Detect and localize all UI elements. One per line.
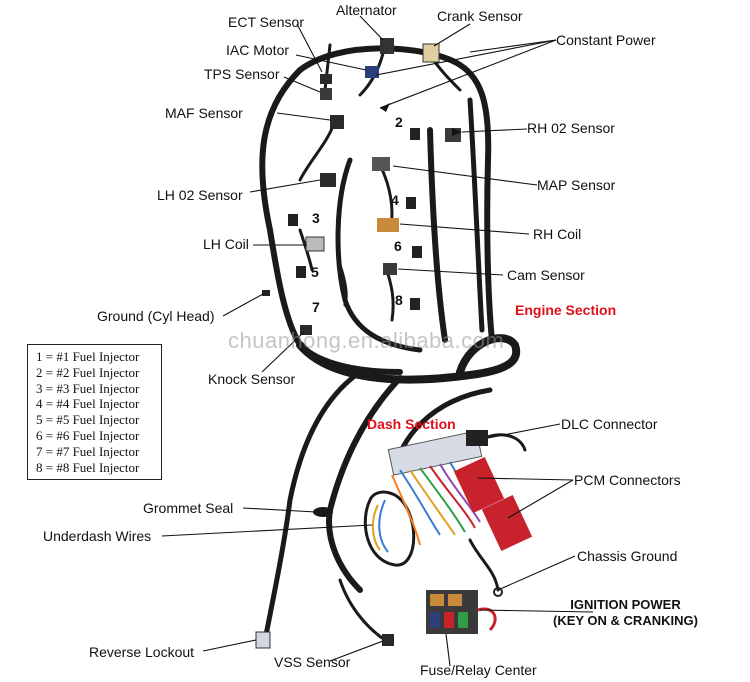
injector-legend: 1 = #1 Fuel Injector 2 = #2 Fuel Injecto… (27, 344, 162, 480)
ignition-power-line1: IGNITION POWER (570, 597, 681, 612)
harness-left-loop (259, 67, 403, 375)
rh-coil-connector (377, 218, 399, 232)
harness-center-trunk (427, 127, 448, 343)
dlc-connector-body (466, 430, 488, 446)
legend-row: 1 = #1 Fuel Injector (36, 349, 140, 364)
legend-row: 8 = #8 Fuel Injector (36, 459, 140, 475)
injector-number-6: 6 (394, 238, 402, 254)
cam-sensor-label: Cam Sensor (507, 267, 585, 283)
injector-number-8: 8 (395, 292, 403, 308)
injector-number-4: 4 (391, 192, 399, 208)
lh-coil-connector (305, 236, 325, 252)
injector-number-3: 3 (312, 210, 320, 226)
injector-6 (412, 246, 422, 258)
underdash-wires-label: Underdash Wires (43, 528, 152, 544)
injector-number-7: 7 (312, 299, 320, 315)
crank-sensor-label: Crank Sensor (437, 8, 523, 24)
crank-connector (422, 43, 440, 63)
knock-sensor-label: Knock Sensor (208, 371, 296, 387)
reverse-lockout-connector (255, 631, 271, 649)
harness-right-trunk (467, 97, 485, 333)
alternator-connector (380, 38, 394, 54)
lh-coil-label: LH Coil (203, 236, 249, 252)
map-sensor-label: MAP Sensor (537, 177, 616, 193)
pcm-connector-2 (481, 494, 533, 552)
vss-connector (382, 634, 394, 646)
legend-row: 4 = #4 Fuel Injector (36, 396, 140, 412)
watermark: chuanhong.en.alibaba.com (228, 328, 505, 353)
injector-5 (296, 266, 306, 278)
lh-o2-sensor-label: LH 02 Sensor (157, 187, 243, 203)
alternator-label: Alternator (336, 2, 397, 18)
ignition-power-label: IGNITION POWER (KEY ON & CRANKING) (553, 597, 698, 629)
injector-3 (288, 214, 298, 226)
harness-inner-loop (335, 157, 423, 353)
cam-connector (383, 263, 397, 275)
legend-row: 6 = #6 Fuel Injector (36, 427, 140, 443)
legend-row: 5 = #5 Fuel Injector (36, 412, 140, 428)
dash-components (255, 430, 533, 649)
legend-row: 3 = #3 Fuel Injector (36, 380, 140, 396)
pcm-connector-1 (453, 456, 505, 514)
constant-power-label: Constant Power (556, 32, 656, 48)
underdash-loop (363, 490, 416, 567)
injector-4 (406, 197, 416, 209)
chassis-ground-lead (468, 538, 500, 592)
knock-connector (300, 325, 312, 335)
rh-o2-sensor-label: RH 02 Sensor (527, 120, 615, 136)
reverse-lockout-label: Reverse Lockout (89, 644, 195, 660)
leader-lines (161, 15, 594, 667)
ground-ring (493, 587, 503, 597)
ignition-power-line2: (KEY ON & CRANKING) (553, 613, 698, 628)
injector-8 (410, 298, 420, 310)
harness-drop (262, 369, 363, 643)
injector-number-5: 5 (311, 264, 319, 280)
rh-coil-label: RH Coil (533, 226, 582, 242)
lh-o2-connector (320, 173, 336, 187)
grommet (313, 507, 333, 517)
vss-run (338, 578, 387, 642)
dlc-connector-label: DLC Connector (561, 416, 658, 432)
maf-connector (330, 115, 344, 129)
engine-connectors (262, 38, 461, 335)
pcm-connectors-label: PCM Connectors (574, 472, 681, 488)
harness-drop-2 (326, 375, 403, 593)
grommet-seal-label: Grommet Seal (143, 500, 234, 516)
engine-section-heading: Engine Section (515, 302, 617, 318)
chassis-ground-label: Chassis Ground (577, 548, 678, 564)
injector-number-2: 2 (395, 114, 403, 130)
vss-sensor-label: VSS Sensor (274, 654, 351, 670)
ect-connector (320, 74, 332, 84)
dash-section-heading: Dash Section (367, 416, 456, 432)
ect-sensor-label: ECT Sensor (228, 14, 304, 30)
legend-row: 7 = #7 Fuel Injector (36, 443, 140, 459)
tps-connector (320, 88, 332, 100)
map-connector (372, 157, 390, 171)
fuse-relay-center-label: Fuse/Relay Center (420, 662, 537, 678)
harness-top-arc (297, 45, 495, 343)
tps-sensor-label: TPS Sensor (204, 66, 280, 82)
legend-row: 2 = #2 Fuel Injector (36, 364, 140, 380)
maf-sensor-label: MAF Sensor (165, 105, 243, 121)
ground-cyl-head-terminal (262, 290, 270, 296)
injector-2 (410, 128, 420, 140)
ground-cyl-head-label: Ground (Cyl Head) (97, 308, 215, 324)
iac-connector (365, 66, 379, 78)
harness-main-bundle (296, 334, 521, 384)
iac-motor-label: IAC Motor (226, 42, 290, 58)
